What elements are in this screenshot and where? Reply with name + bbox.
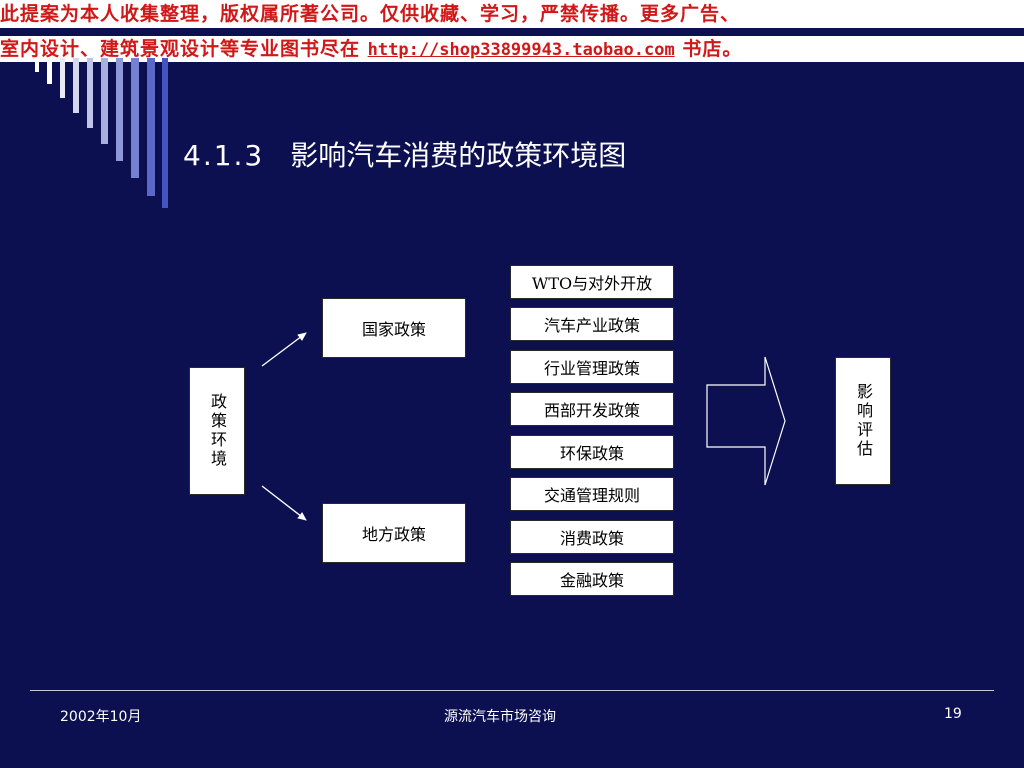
policy-item: 消费政策 bbox=[510, 520, 674, 554]
footer-organization: 源流汽车市场咨询 bbox=[444, 709, 556, 725]
arrow-to-local-policy bbox=[261, 485, 307, 521]
policy-item: 环保政策 bbox=[510, 435, 674, 469]
stripe bbox=[87, 58, 93, 128]
banner-prefix: 室内设计、建筑景观设计等专业图书尽在 bbox=[0, 38, 361, 60]
policy-environment-box: 政策环境 bbox=[189, 367, 245, 495]
title-text: 影响汽车消费的政策环境图 bbox=[290, 139, 627, 172]
impact-assessment-box: 影响评估 bbox=[835, 357, 891, 485]
stripe bbox=[60, 58, 65, 98]
footer-divider bbox=[30, 690, 994, 691]
stripe bbox=[35, 58, 39, 72]
policy-item: WTO与对外开放 bbox=[510, 265, 674, 299]
watermark-banner-line1: 此提案为本人收集整理，版权属所著公司。仅供收藏、学习，严禁传播。更多广告、 bbox=[0, 0, 1024, 28]
stripe bbox=[147, 58, 155, 196]
stripe bbox=[101, 58, 108, 144]
policy-item: 金融政策 bbox=[510, 562, 674, 596]
title-number: 4.1.3 bbox=[183, 139, 265, 172]
page-number: 19 bbox=[944, 706, 962, 722]
local-policy-box: 地方政策 bbox=[322, 503, 466, 563]
policy-item: 行业管理政策 bbox=[510, 350, 674, 384]
stripe bbox=[73, 58, 79, 113]
stripe bbox=[131, 58, 139, 178]
banner-url-link[interactable]: http://shop33899943.taobao.com bbox=[367, 40, 675, 60]
policy-item: 西部开发政策 bbox=[510, 392, 674, 426]
policy-item: 汽车产业政策 bbox=[510, 307, 674, 341]
national-policy-box: 国家政策 bbox=[322, 298, 466, 358]
decorative-stripes bbox=[35, 58, 168, 208]
footer-date: 2002年10月 bbox=[60, 709, 142, 725]
banner-suffix: 书店。 bbox=[682, 38, 743, 60]
slide-title: 4.1.3 影响汽车消费的政策环境图 bbox=[183, 134, 626, 174]
stripe bbox=[162, 58, 168, 208]
policy-item: 交通管理规则 bbox=[510, 477, 674, 511]
block-arrow-to-result bbox=[706, 356, 786, 486]
watermark-banner-line2: 室内设计、建筑景观设计等专业图书尽在 http://shop33899943.t… bbox=[0, 36, 1024, 62]
stripe bbox=[47, 58, 52, 84]
arrow-to-national-policy bbox=[261, 332, 307, 367]
stripe bbox=[116, 58, 123, 161]
